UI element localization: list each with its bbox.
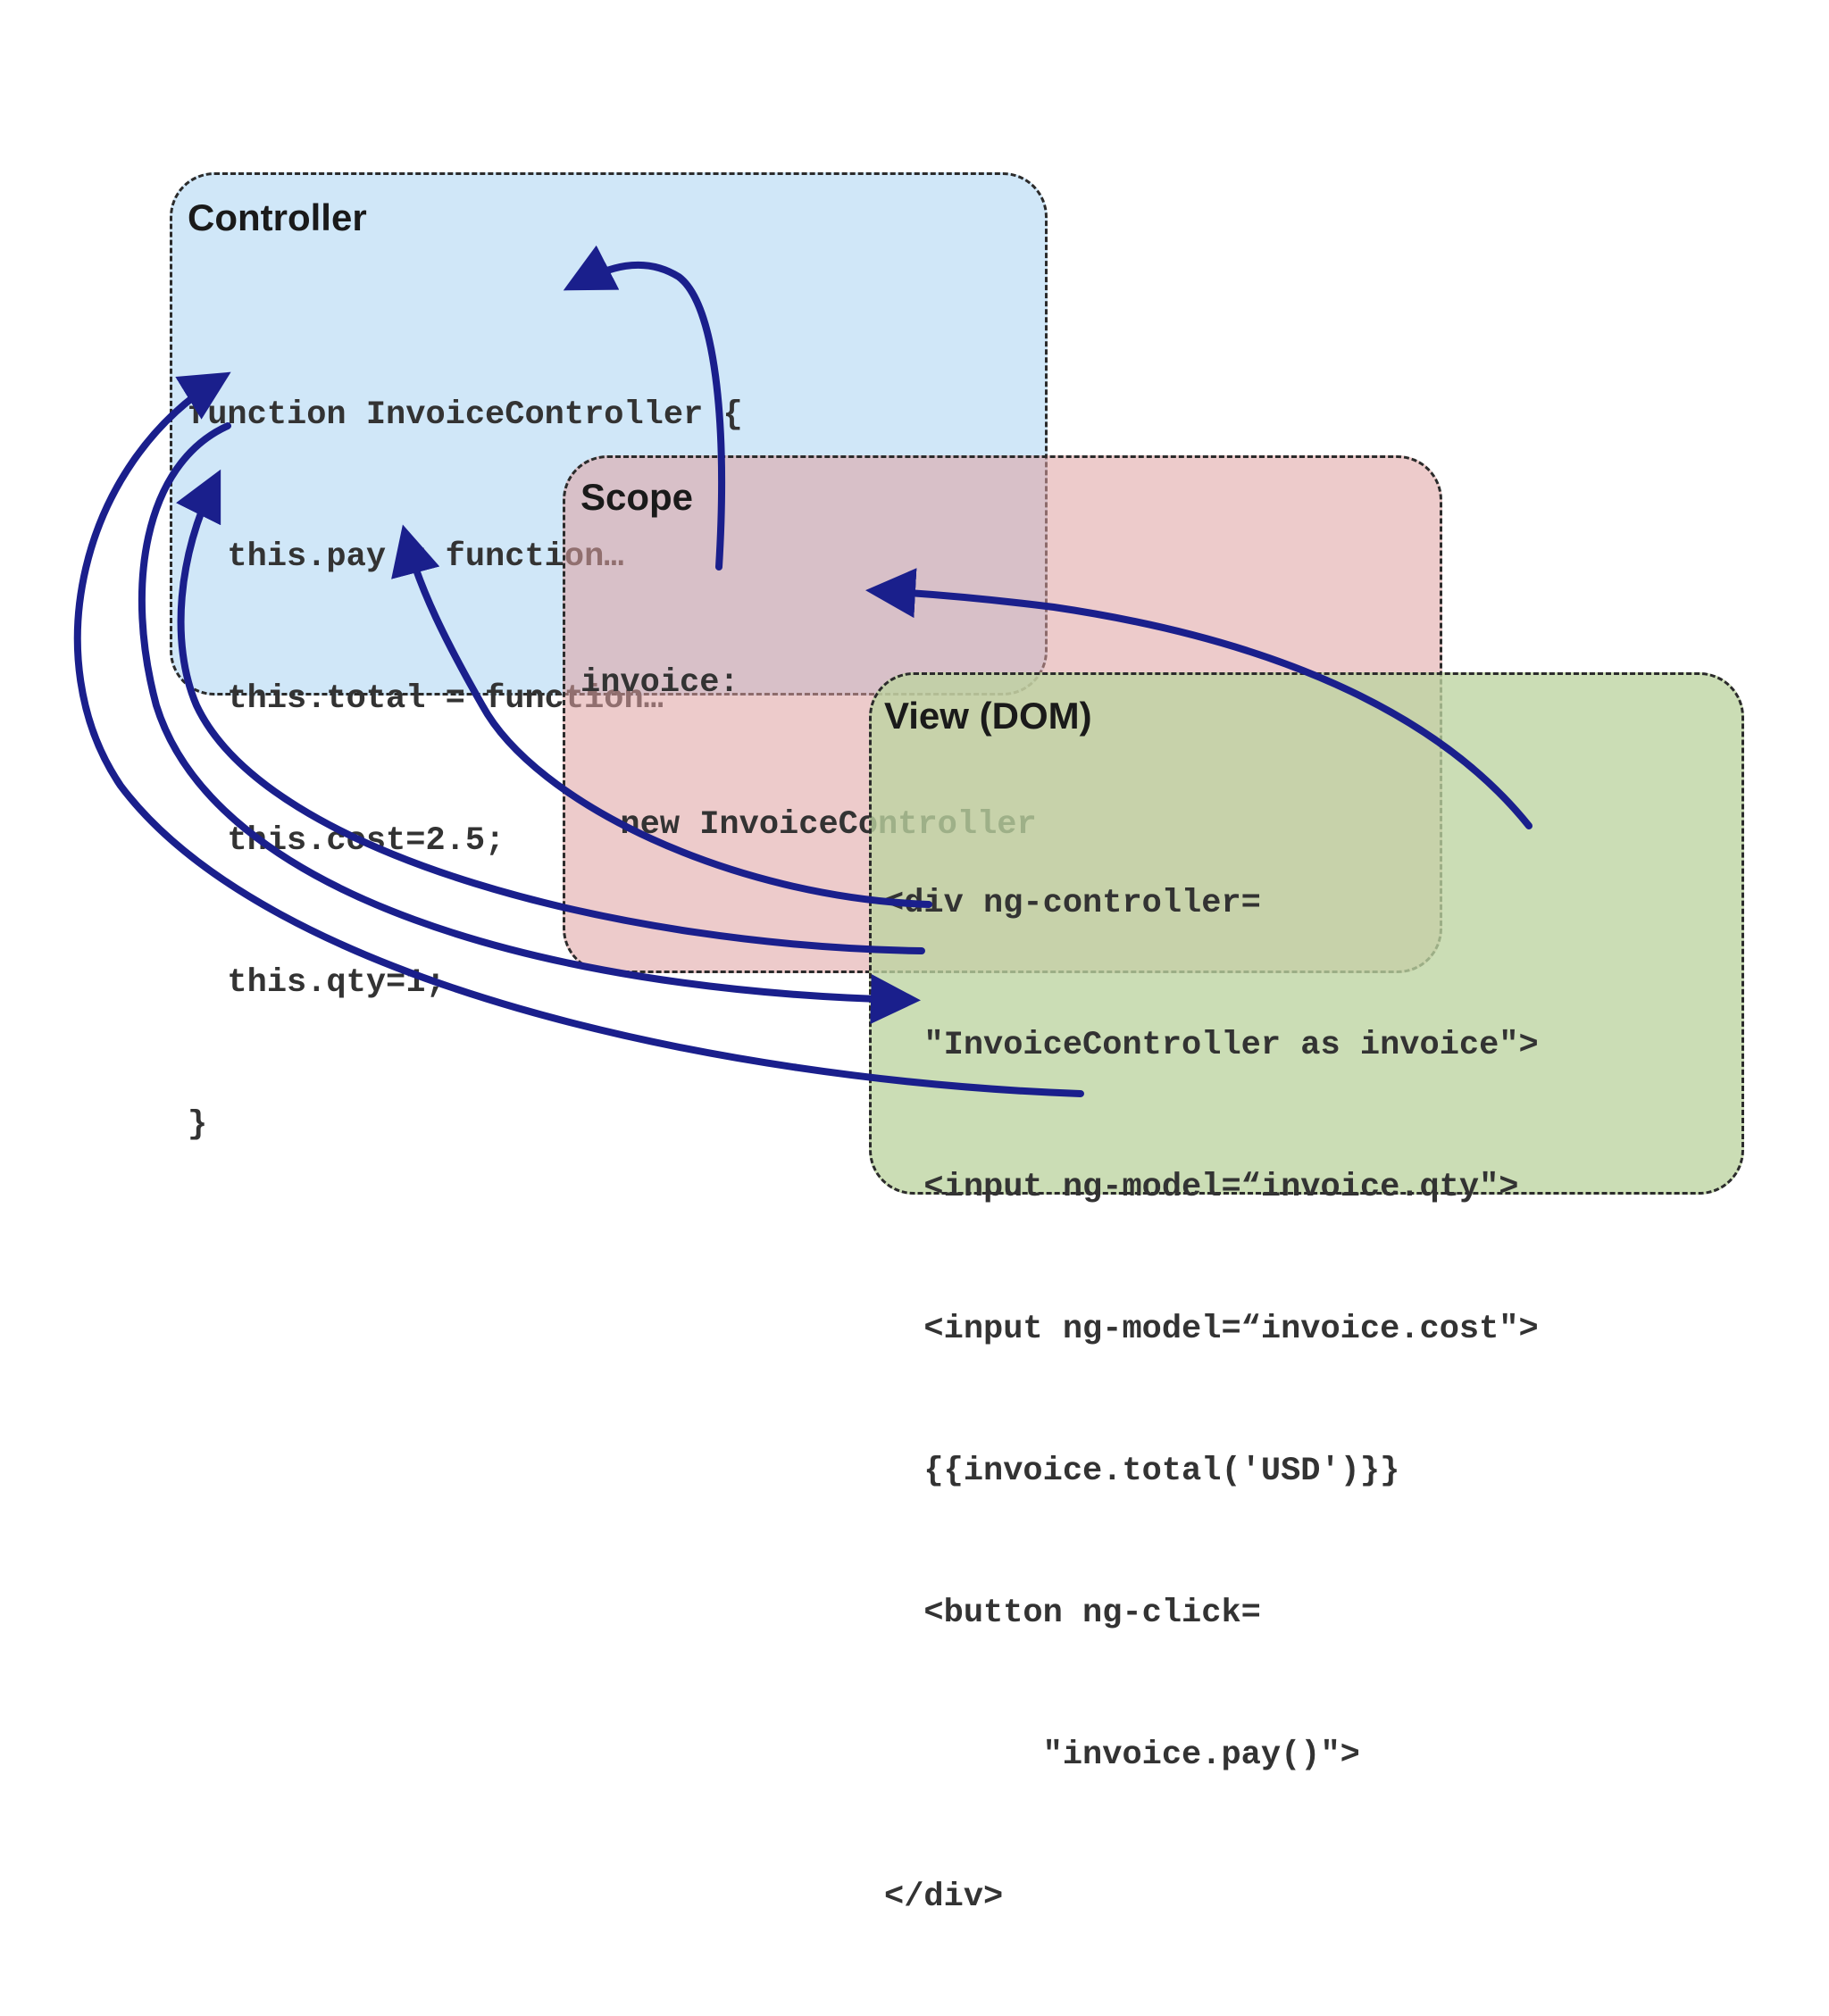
controller-code-line: }: [188, 1106, 208, 1144]
view-code-line: "invoice.pay()">: [884, 1737, 1360, 1774]
view-code-line: "InvoiceController as invoice">: [884, 1027, 1539, 1064]
view-title: View (DOM): [884, 695, 1092, 737]
controller-title: Controller: [188, 196, 367, 238]
view-code-line: <button ng-click=: [884, 1595, 1261, 1632]
scope-title: Scope: [580, 476, 694, 518]
controller-code-line: function InvoiceController {: [188, 396, 743, 434]
view-code-line: <input ng-model=“invoice.qty">: [884, 1169, 1519, 1206]
view-code-line: <input ng-model=“invoice.cost">: [884, 1311, 1539, 1348]
view-code: <div ng-controller= "InvoiceController a…: [884, 786, 1539, 2016]
view-code-line: <div ng-controller=: [884, 885, 1261, 922]
diagram-canvas: Controller function InvoiceController { …: [73, 172, 1744, 1916]
view-code-line: </div>: [884, 1879, 1004, 1916]
view-code-line: {{invoice.total('USD')}}: [884, 1453, 1400, 1490]
